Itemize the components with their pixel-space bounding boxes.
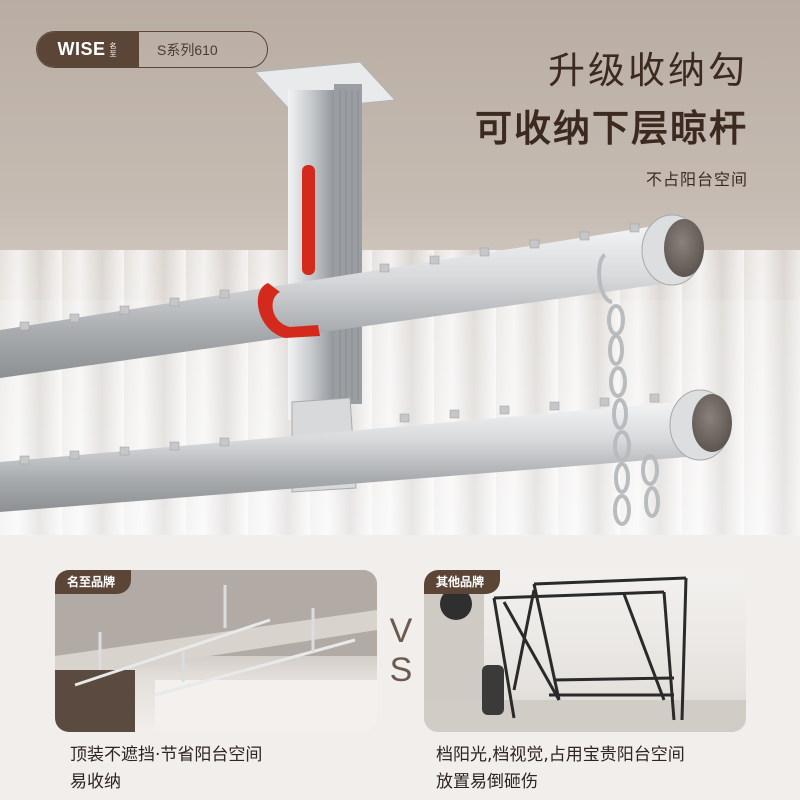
vs-letter-s: S xyxy=(389,651,413,689)
headline-secondary: 可收纳下层晾杆 xyxy=(475,107,748,150)
brand-logo: WISE 名至 xyxy=(37,32,139,67)
tag-our-brand: 名至品牌 xyxy=(55,570,132,594)
support-post-side xyxy=(334,84,362,404)
comparison-photo-others: 其他品牌 xyxy=(424,570,746,732)
drying-rack-illustration xyxy=(0,61,732,526)
caption-our-brand-line-2: 易收纳 xyxy=(70,772,121,792)
hanging-chain xyxy=(597,253,660,526)
caption-other-brand: 档阳光,档视觉,占用宝贵阳台空间 放置易倒砸伤 xyxy=(436,742,685,796)
brand-logo-sub: 名至 xyxy=(109,41,117,58)
brand-logo-text: WISE xyxy=(57,39,106,59)
ceiling-rack-illustration xyxy=(55,570,377,732)
brand-badge: WISE 名至 S系列610 xyxy=(36,31,268,68)
caption-other-brand-line-2: 放置易倒砸伤 xyxy=(436,772,538,792)
upper-rod-teeth xyxy=(19,223,640,331)
tag-other-brand: 其他品牌 xyxy=(424,570,501,594)
lower-rod-teeth xyxy=(19,393,660,465)
headline-primary: 升级收纳勾 xyxy=(548,49,748,92)
upper-rod-end-cap xyxy=(664,219,704,277)
lower-rod-end-cap xyxy=(692,394,732,452)
hook-slot-red xyxy=(302,165,315,275)
storage-hook-red xyxy=(257,283,320,338)
caption-our-brand-line-1: 顶装不遮挡·节省阳台空间 xyxy=(70,745,263,765)
caption-our-brand: 顶装不遮挡·节省阳台空间 易收纳 xyxy=(70,742,262,796)
upper-rod xyxy=(0,222,690,378)
vs-letter-v: V xyxy=(389,612,413,650)
product-series: S系列610 xyxy=(157,41,218,58)
caption-other-brand-line-1: 档阳光,档视觉,占用宝贵阳台空间 xyxy=(436,745,685,765)
floor-rack-illustration xyxy=(424,576,746,732)
hero-photo: WISE 名至 S系列610 升级收纳勾 可收纳下层晾杆 不占阳台空间 xyxy=(0,0,800,535)
comparison-photo-ours: 名至品牌 xyxy=(55,570,377,732)
tagline: 不占阳台空间 xyxy=(645,170,748,189)
lower-rod xyxy=(0,400,712,512)
